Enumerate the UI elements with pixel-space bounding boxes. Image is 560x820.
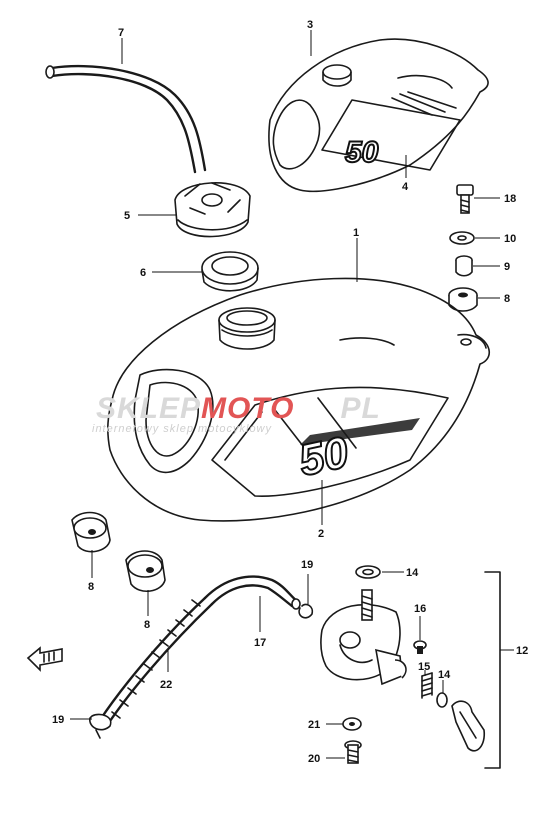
part-label: 8	[88, 581, 94, 593]
watermark-brand-1: SKLEP	[96, 392, 201, 425]
fuel-cock	[320, 589, 407, 686]
rubber-cushion	[448, 287, 478, 312]
screw-17	[413, 640, 427, 654]
part-label: 1	[353, 227, 359, 239]
screw-20	[344, 740, 362, 764]
part-label: 5	[124, 210, 130, 222]
o-ring-15	[436, 692, 448, 708]
part-label: 9	[504, 261, 510, 273]
part-label: 8	[144, 619, 150, 631]
part-label: 6	[140, 267, 146, 279]
filter-gasket	[355, 565, 381, 579]
tank-cover: 50	[268, 38, 489, 193]
fuel-tank-badge: 50	[295, 428, 354, 486]
part-label: 21	[308, 719, 320, 731]
front-arrow-icon	[26, 646, 63, 672]
watermark-tagline: internetowy sklep motocyklowy	[92, 423, 273, 435]
fuel-tank: 50	[107, 277, 491, 522]
part-label: 8	[504, 293, 510, 305]
washer	[449, 231, 475, 245]
assembly-bracket	[484, 571, 501, 769]
part-label: 17	[254, 637, 266, 649]
part-label: 3	[307, 19, 313, 31]
watermark: SKLEPMOTO PL internetowy sklep motocyklow…	[92, 392, 381, 435]
part-label: 10	[504, 233, 516, 245]
part-label: 12	[516, 645, 528, 657]
hose-clamp-lower	[89, 713, 112, 739]
part-label: 19	[301, 559, 313, 571]
part-label: 19	[52, 714, 64, 726]
part-label: 14	[438, 669, 451, 681]
part-label: 14	[406, 567, 419, 579]
fuel-hose	[98, 575, 301, 726]
side-cushion-lower	[125, 550, 166, 592]
part-label: 20	[308, 753, 320, 765]
washer-21	[342, 717, 362, 731]
part-label: 4	[402, 181, 409, 193]
cap-gasket	[201, 251, 259, 292]
tank-cover-badge: 50	[345, 136, 379, 169]
lever	[451, 700, 486, 752]
part-label: 22	[160, 679, 172, 691]
mounting-bolt	[456, 184, 474, 214]
callouts: 7 3 4 5 6 1 2 18 10 9 8 8 8 22 17 19 19	[52, 19, 528, 765]
watermark-brand-2: MOTO	[201, 392, 294, 425]
fuel-cap	[174, 182, 251, 238]
part-label: 7	[118, 27, 124, 39]
hose-clamp-upper	[298, 603, 314, 619]
part-label: 18	[504, 193, 516, 205]
collar	[455, 255, 473, 277]
watermark-brand-3: PL	[340, 392, 380, 425]
part-label: 15	[418, 661, 430, 673]
side-cushion-upper	[71, 511, 111, 553]
breather-hose	[45, 64, 207, 174]
part-label: 2	[318, 528, 324, 540]
spring-16	[421, 672, 433, 699]
part-label: 16	[414, 603, 426, 615]
